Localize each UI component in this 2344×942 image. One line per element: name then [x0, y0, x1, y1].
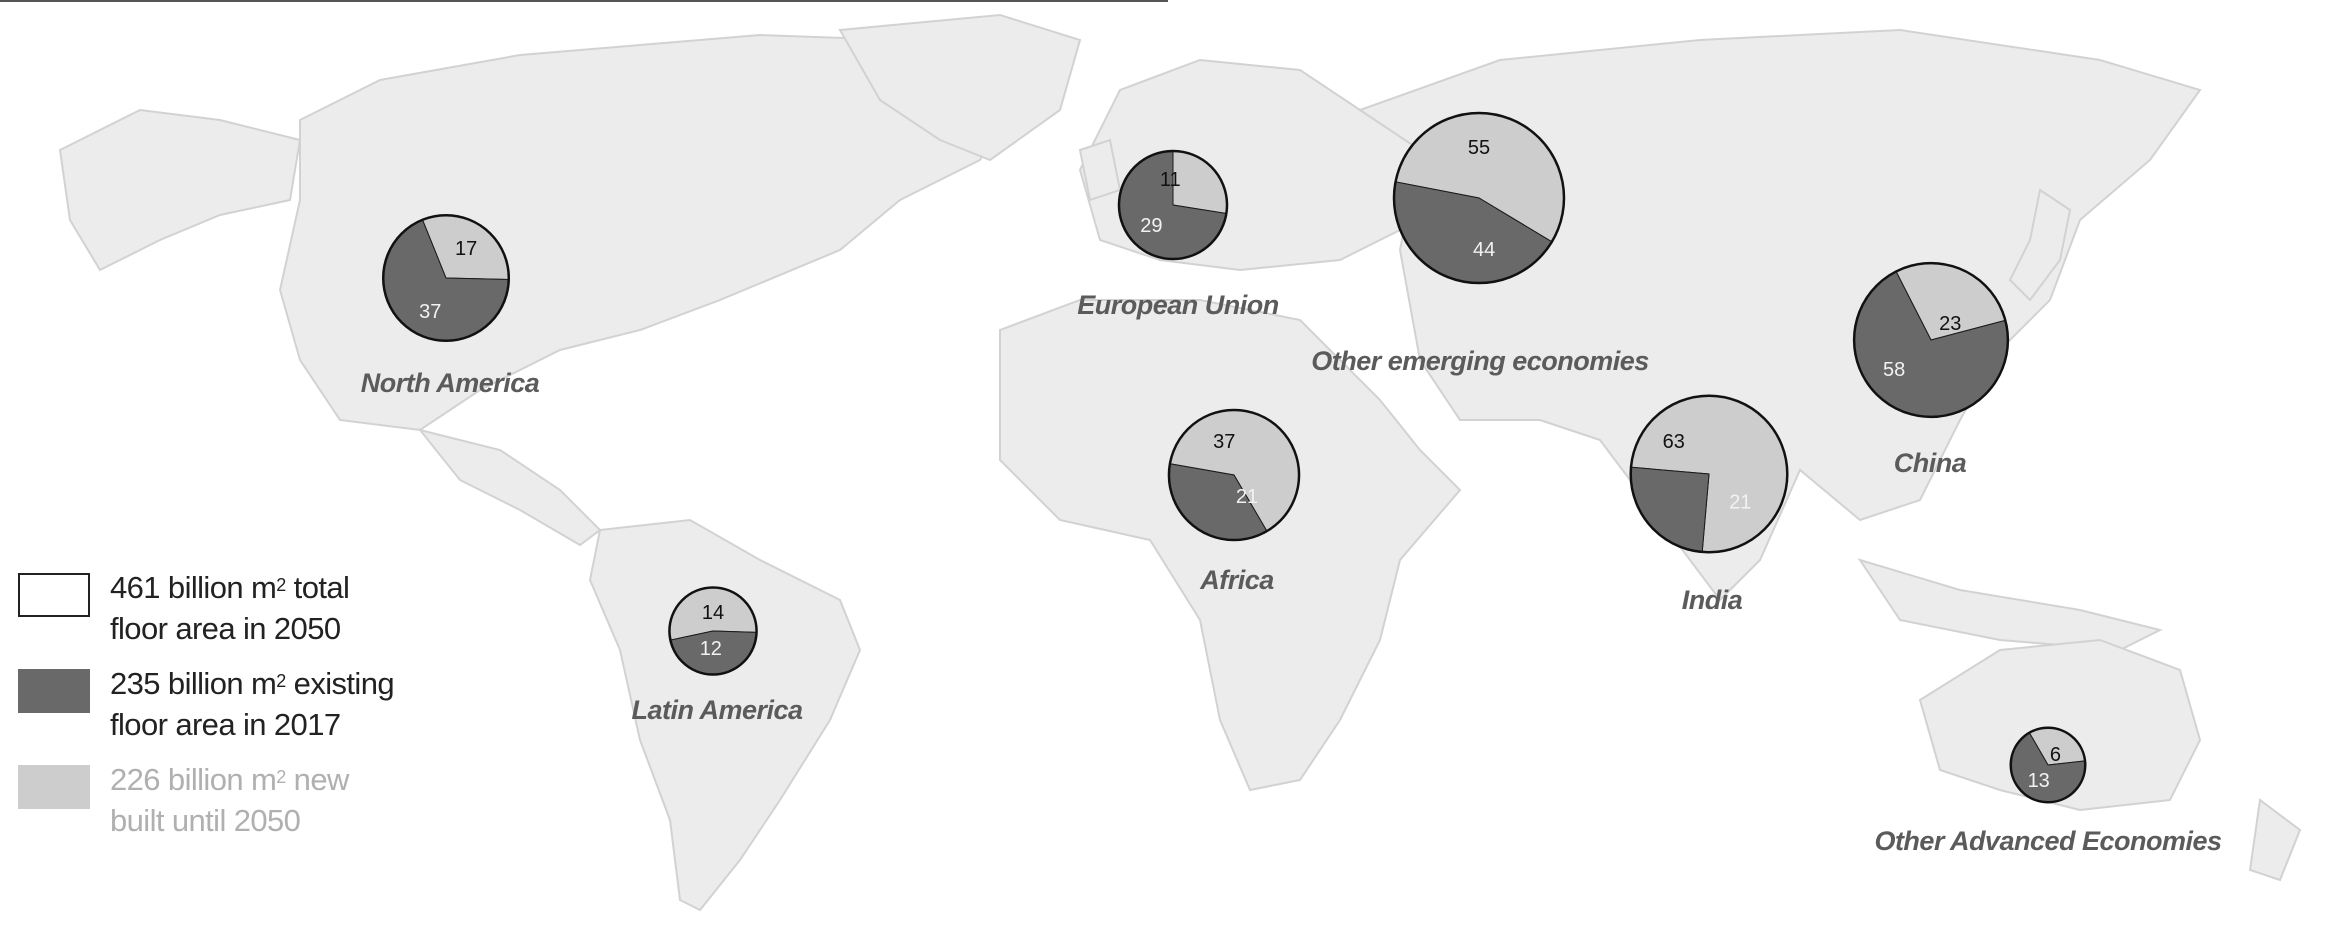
landmass-alaska — [58, 108, 302, 272]
legend-swatch-total — [18, 573, 90, 617]
pie-value-existing: 21 — [1729, 491, 1751, 513]
region-label-european-union: European Union — [1077, 290, 1279, 320]
pie-outline — [1167, 408, 1301, 542]
landmass-indonesia — [1857, 558, 2163, 652]
landmass-south-america — [588, 518, 862, 912]
pie-africa: 37 21 — [1167, 408, 1301, 542]
region-label-other-advanced-economies: Other Advanced Economies — [1874, 826, 2222, 856]
pie-india: 63 21 — [1629, 394, 1789, 554]
pie-value-new: 14 — [702, 602, 724, 624]
pie-value-existing: 58 — [1883, 359, 1905, 381]
pie-outline — [1852, 261, 2010, 419]
pie-value-new: 23 — [1939, 313, 1961, 335]
legend-line1: 226 billion m2 new — [110, 759, 349, 800]
landmass-new-zealand — [2248, 798, 2302, 882]
region-label-north-america: North America — [361, 368, 540, 398]
pie-european-union: 11 29 — [1117, 149, 1229, 261]
landmass-australia — [1918, 638, 2202, 812]
legend-swatch-new — [18, 765, 90, 809]
legend-line2: built until 2050 — [110, 803, 301, 838]
legend-unit-exponent: 2 — [276, 767, 286, 787]
legend-descriptor: existing — [285, 666, 395, 701]
pie-outline — [2009, 726, 2087, 804]
legend-amount: 226 billion m — [110, 762, 277, 797]
legend-unit-exponent: 2 — [276, 671, 286, 691]
pie-value-new: 37 — [1213, 431, 1235, 453]
landmass-greenland — [838, 13, 1082, 162]
pie-value-existing: 12 — [700, 638, 722, 660]
legend-amount: 461 billion m — [110, 570, 277, 605]
legend-line1: 235 billion m2 existing — [110, 663, 395, 704]
legend-descriptor: total — [285, 570, 350, 605]
pie-value-new: 55 — [1468, 137, 1490, 159]
top-rule — [0, 0, 1168, 2]
pie-latin-america: 14 12 — [668, 586, 758, 676]
legend-unit-exponent: 2 — [276, 575, 286, 595]
pie-outline — [1392, 111, 1566, 285]
landmass-asia — [1357, 28, 2202, 602]
legend-amount: 235 billion m — [110, 666, 277, 701]
landmass-japan — [2008, 188, 2072, 302]
pie-other-emerging-economies: 55 44 — [1392, 111, 1566, 285]
pie-outline — [1629, 394, 1789, 554]
legend-descriptor: new — [285, 762, 350, 797]
region-label-other-emerging-economies: Other emerging economies — [1311, 346, 1649, 376]
pie-value-existing: 13 — [2028, 770, 2050, 792]
region-label-africa: Africa — [1199, 565, 1274, 595]
pie-slice-existing — [1630, 466, 1710, 553]
pie-value-existing: 21 — [1236, 486, 1258, 508]
landmass-africa — [999, 299, 1462, 792]
region-label-latin-america: Latin America — [631, 695, 803, 725]
region-label-china: China — [1894, 448, 1967, 478]
pie-value-new: 6 — [2050, 744, 2061, 766]
pie-other-advanced-economies: 613 — [2009, 726, 2087, 804]
pie-outline — [381, 213, 511, 343]
region-label-india: India — [1682, 585, 1743, 615]
landmass-central-america — [417, 428, 602, 547]
pie-outline — [668, 586, 758, 676]
legend-line2: floor area in 2017 — [110, 707, 341, 742]
pie-outline — [1117, 149, 1229, 261]
pie-value-existing: 37 — [419, 301, 441, 323]
legend-swatch-existing — [18, 669, 90, 713]
pie-value-existing: 29 — [1140, 215, 1162, 237]
pie-value-new: 63 — [1663, 431, 1685, 453]
pie-value-new: 17 — [455, 238, 477, 260]
pie-value-new: 11 — [1160, 169, 1181, 191]
legend-line1: 461 billion m2 total — [110, 567, 350, 608]
legend-line2: floor area in 2050 — [110, 611, 341, 646]
pie-value-existing: 44 — [1473, 239, 1495, 261]
pie-china: 23 58 — [1852, 261, 2010, 419]
